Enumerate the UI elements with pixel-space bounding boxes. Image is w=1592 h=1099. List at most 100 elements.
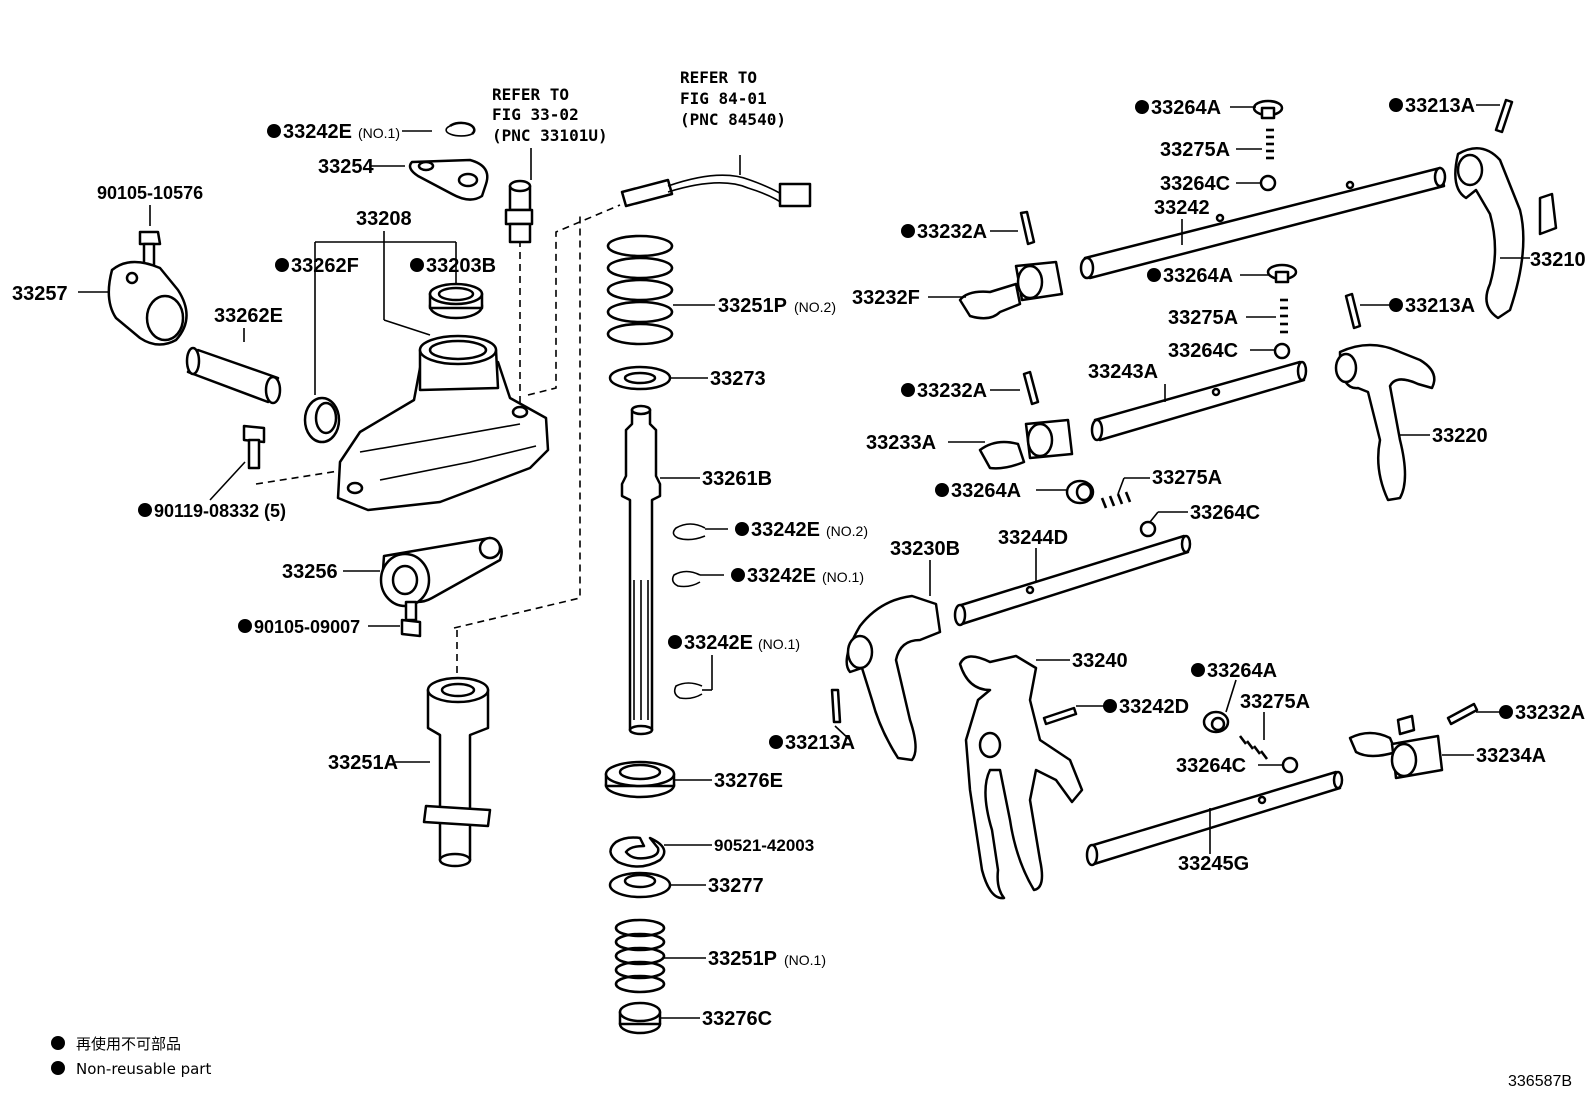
spring-33251p-no2	[606, 234, 674, 346]
pin-33232a-3	[1446, 702, 1479, 726]
label-33242e-no2: 33242E (NO.2)	[735, 519, 868, 541]
svg-text:33213A: 33213A	[1405, 295, 1475, 317]
clip-33242e-no2	[672, 523, 706, 541]
label-33276c: 33276C	[702, 1008, 772, 1030]
svg-text:33213A: 33213A	[785, 732, 855, 754]
label-33232f: 33232F	[852, 287, 920, 309]
pin-33213a-2	[1344, 292, 1362, 330]
svg-text:33203B: 33203B	[426, 255, 496, 277]
svg-text:33242E: 33242E	[283, 121, 352, 143]
pin-33242d	[1042, 706, 1078, 726]
refer-note-fig-33-02: REFER TO FIG 33-02 (PNC 33101U)	[492, 85, 608, 145]
bracket-33257	[107, 260, 188, 346]
svg-text:REFER TO: REFER TO	[492, 85, 569, 104]
label-33262f: 33262F	[275, 255, 359, 277]
svg-text:(NO.2): (NO.2)	[794, 299, 836, 315]
label-33230b: 33230B	[890, 538, 960, 560]
pin-33232a-2	[1022, 370, 1040, 406]
sleeve-plug	[504, 179, 534, 244]
rod-33243a	[1090, 360, 1308, 442]
label-33244d: 33244D	[998, 527, 1068, 549]
right-leaders	[834, 104, 1530, 854]
label-33232a-2: 33232A	[901, 380, 987, 402]
clip-33242e-top	[445, 121, 476, 137]
block-33234a	[1348, 714, 1444, 780]
label-33257: 33257	[12, 283, 68, 305]
bolt-90105-10576	[138, 230, 162, 268]
svg-text:FIG 33-02: FIG 33-02	[492, 105, 579, 124]
svg-text:REFER TO: REFER TO	[680, 68, 757, 87]
label-33243a: 33243A	[1088, 361, 1158, 383]
label-90521-42003: 90521-42003	[714, 836, 814, 855]
legend-bullet	[51, 1036, 65, 1050]
label-33264a-2: 33264A	[1147, 265, 1233, 287]
label-33203b: 33203B	[410, 255, 496, 277]
label-33262e: 33262E	[214, 305, 283, 327]
label-33276e: 33276E	[714, 770, 783, 792]
svg-text:33264A: 33264A	[1163, 265, 1233, 287]
label-33213a-1: 33213A	[1389, 95, 1475, 117]
seal-33262f	[303, 396, 341, 444]
legend-bullet	[51, 1061, 65, 1075]
shaft-33251a	[422, 676, 492, 868]
label-33277: 33277	[708, 875, 764, 897]
bolt-90105-09007	[400, 600, 422, 638]
svg-text:(PNC 33101U): (PNC 33101U)	[492, 126, 608, 145]
label-33264a-1: 33264A	[1135, 97, 1221, 119]
label-33264c-2: 33264C	[1168, 340, 1238, 362]
svg-text:33242E: 33242E	[684, 632, 753, 654]
label-90105-09007: 90105-09007	[238, 617, 360, 637]
seat-33276c	[618, 1001, 662, 1035]
label-33208: 33208	[356, 208, 412, 230]
block-33232f	[958, 260, 1064, 320]
detent-stack-4	[1202, 710, 1299, 774]
svg-text:(NO.1): (NO.1)	[822, 569, 864, 585]
seat-33276e	[604, 760, 676, 799]
pin-33262e	[185, 346, 282, 405]
svg-text:(NO.2): (NO.2)	[826, 523, 868, 539]
svg-text:33262F: 33262F	[291, 255, 359, 277]
illustration-code: 336587B	[1508, 1073, 1572, 1090]
label-33210: 33210	[1530, 249, 1586, 271]
svg-text:33213A: 33213A	[1405, 95, 1475, 117]
pin-33213a-3	[830, 688, 842, 724]
label-33254: 33254	[318, 156, 374, 178]
svg-text:33264A: 33264A	[1207, 660, 1277, 682]
shaft-33261b	[620, 404, 662, 736]
rod-33242	[1079, 166, 1447, 280]
svg-text:(PNC 84540): (PNC 84540)	[680, 110, 786, 129]
svg-text:33232A: 33232A	[1515, 702, 1585, 724]
label-33232a-3: 33232A	[1499, 702, 1585, 724]
legend-english: Non-reusable part	[76, 1060, 211, 1078]
label-33242d: 33242D	[1103, 696, 1189, 718]
label-33242e-no1-top: 33242E (NO.1)	[267, 121, 400, 143]
label-33232a-1: 33232A	[901, 221, 987, 243]
leader-lines	[78, 130, 532, 763]
spring-33251p-no1	[614, 918, 666, 994]
label-33264a-4: 33264A	[1191, 660, 1277, 682]
label-33275a-4: 33275A	[1240, 691, 1310, 713]
label-90119-08332: 90119-08332 (5)	[138, 501, 286, 521]
label-33213a-2: 33213A	[1389, 295, 1475, 317]
label-33251a: 33251A	[328, 752, 398, 774]
washer-33277	[608, 871, 672, 899]
svg-text:33242D: 33242D	[1119, 696, 1189, 718]
legend: 再使用不可部品 Non-reusable part	[51, 1035, 211, 1078]
svg-text:33232A: 33232A	[917, 221, 987, 243]
label-33220: 33220	[1432, 425, 1488, 447]
svg-text:33232A: 33232A	[917, 380, 987, 402]
label-33275a-2: 33275A	[1168, 307, 1238, 329]
label-90105-10576: 90105-10576	[97, 183, 203, 203]
label-33234a: 33234A	[1476, 745, 1546, 767]
svg-text:(NO.1): (NO.1)	[784, 952, 826, 968]
label-33242e-no1c: 33242E (NO.1)	[668, 632, 800, 654]
svg-text:33264A: 33264A	[1151, 97, 1221, 119]
label-33213a-3: 33213A	[769, 732, 855, 754]
label-33242e-no1b: 33242E (NO.1)	[731, 565, 864, 587]
detent-stack-3	[1065, 479, 1157, 538]
fork-33240	[958, 654, 1084, 900]
svg-text:90105-09007: 90105-09007	[254, 617, 360, 637]
svg-text:33264A: 33264A	[951, 480, 1021, 502]
seal-33203b	[428, 282, 484, 320]
